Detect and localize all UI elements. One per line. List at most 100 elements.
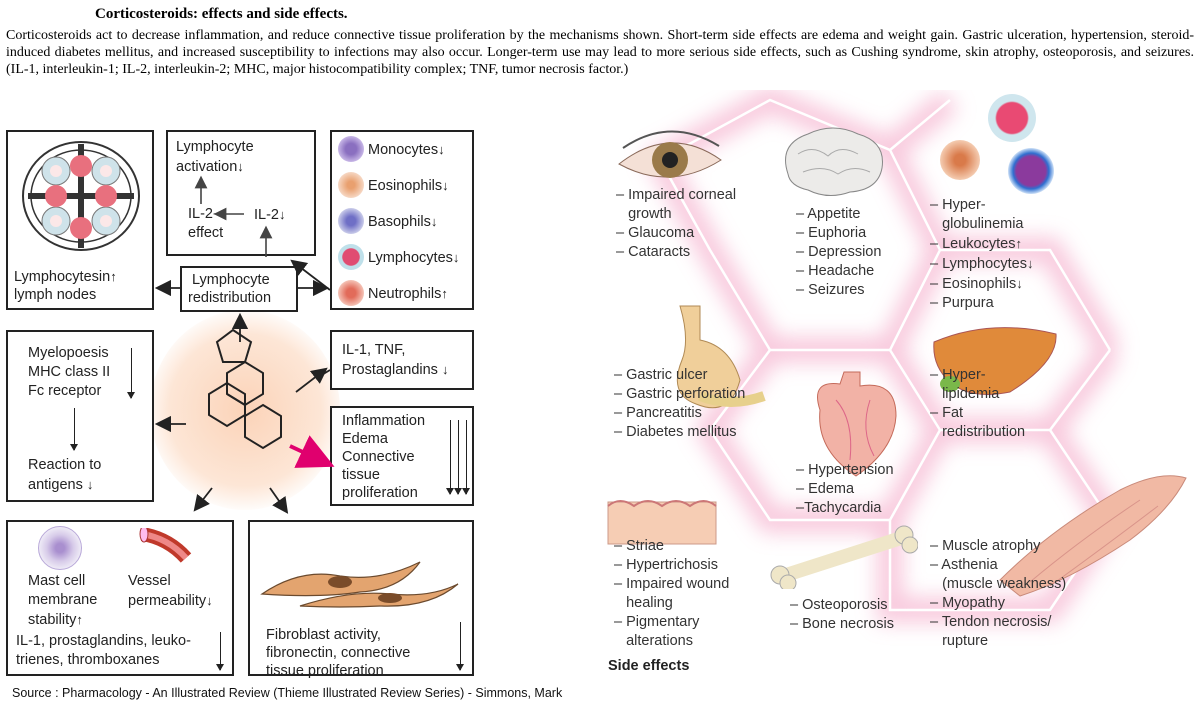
blood-cells-box: Monocytes↓ Eosinophils↓ Basophils↓ Lymph…: [330, 130, 474, 310]
eye-side-effects: – Impaired corneal growth– Glaucoma– Cat…: [616, 186, 736, 262]
hexagon-network: [642, 90, 1126, 623]
cytokines-box: IL-1, TNF, Prostaglandins ↓: [330, 330, 474, 390]
inflammation-arrow-icon-2: [454, 420, 462, 495]
stomach-side-effect-item: – Gastric ulcer: [614, 367, 708, 383]
eye-side-effect-item: – Glaucoma: [616, 225, 695, 241]
blood-side-effect-item: – Leukocytes↑: [930, 236, 1022, 252]
blood-cell-icon-3: [1008, 148, 1054, 194]
inflammation-label-3: Connective: [342, 449, 415, 465]
myelopoesis-flow-arrow-icon: [70, 408, 78, 451]
monocytes-arrow-icon: ↓: [438, 142, 445, 157]
steroid-structure-icon: [208, 328, 282, 450]
vessel-label-1: Vessel: [128, 573, 171, 589]
activation-label-1: Lymphocyte: [176, 139, 254, 155]
stomach-side-effect-item: – Gastric perforation: [614, 386, 746, 402]
bone-side-effect-item: – Bone necrosis: [790, 616, 894, 632]
lymphocyte-icon: [338, 244, 364, 270]
stomach-side-effect-item: – Diabetes mellitus: [614, 424, 737, 440]
lymphocytes-arrow-icon: ↓: [452, 250, 460, 265]
cytokines-label-1: IL-1, TNF,: [342, 342, 406, 358]
eosinophil-icon: [338, 172, 364, 198]
fibroblast-icon: [260, 561, 459, 608]
stomach-side-effects: – Gastric ulcer – Gastric perforation – Pa…: [614, 366, 745, 442]
skin-side-effect-item: alterations: [614, 633, 693, 649]
cell-label-monocytes: Monocytes: [368, 142, 439, 158]
bone-side-effect-item: – Osteoporosis: [790, 597, 888, 613]
brain-icon: [785, 127, 883, 196]
lymph-node-icon: [22, 141, 140, 251]
blood-arrow-icon: ↓: [1026, 256, 1034, 271]
lymphocyte-redistribution-box: Lymphocyte redistribution: [180, 266, 298, 312]
effects-connectors: [154, 259, 335, 514]
brain-side-effect-item: – Seizures: [796, 282, 865, 298]
fibroblast-label-2: fibronectin, connective: [266, 645, 411, 661]
vessel-icon: [139, 528, 192, 563]
eye-side-effect-item: growth: [616, 206, 672, 222]
lymph-label-2: lymph nodes: [14, 287, 97, 303]
eye-icon: [618, 130, 722, 178]
vessel-label-2: permeability: [128, 593, 207, 609]
muscle-icon: [999, 475, 1187, 597]
fibroblast-label-3: tissue proliferation: [266, 663, 384, 679]
brain-side-effect-item: – Euphoria: [796, 225, 867, 241]
liver-side-effect-item: redistribution: [930, 424, 1026, 440]
lymph-up-arrow-icon: ↑: [110, 269, 117, 284]
blood-side-effect-item: – Hyper-: [930, 197, 986, 213]
monocyte-icon: [338, 136, 364, 162]
liver-side-effects: – Hyper- lipidemia– Fat redistribution: [930, 366, 1025, 442]
vessel-down-arrow-icon: ↓: [206, 593, 213, 608]
inflammation-label-1: Inflammation: [342, 413, 426, 429]
cell-label-basophils: Basophils: [368, 214, 431, 230]
skin-side-effect-item: – Impaired wound: [614, 576, 730, 592]
mast-label-5: trienes, thromboxanes: [16, 652, 160, 668]
fibroblast-down-arrow-icon: [456, 622, 464, 671]
heart-side-effect-item: – Edema: [796, 481, 855, 497]
bone-icon: [770, 525, 918, 589]
skin-side-effects: – Striae – Hypertrichosis – Impaired wound…: [614, 537, 729, 651]
blood-side-effect-item: – Eosinophils↓: [930, 276, 1023, 292]
heart-icon: [817, 371, 897, 477]
stomach-side-effect-item: – Pancreatitis: [614, 405, 702, 421]
lymph-node-box: Lymphocytesin↑ lymph nodes: [6, 130, 154, 310]
cell-label-neutrophils: Neutrophils: [368, 286, 442, 302]
brain-side-effect-item: – Depression: [796, 244, 882, 260]
basophil-icon: [338, 208, 364, 234]
inflammation-label-5: proliferation: [342, 485, 418, 501]
bone-side-effects: – Osteoporosis – Bone necrosis: [790, 596, 894, 634]
eosinophils-arrow-icon: ↓: [442, 178, 449, 193]
reaction-label-2: antigens: [28, 477, 83, 493]
skin-side-effect-item: – Hypertrichosis: [614, 557, 718, 573]
blood-arrow-icon: ↑: [1015, 236, 1022, 251]
heart-side-effects: – Hypertension – Edema –Tachycardia: [796, 461, 894, 518]
inflammation-box: Inflammation Edema Connective tissue pro…: [330, 406, 474, 506]
il2-down-arrow-icon: ↓: [279, 207, 286, 222]
neutrophil-icon: [338, 280, 364, 306]
il2-effect-label-2: effect: [188, 225, 224, 241]
mast-mediators-arrow-icon: [216, 632, 224, 671]
eye-side-effect-item: – Impaired corneal: [616, 187, 737, 203]
il2-effect-label-1: IL-2-: [188, 206, 218, 222]
liver-side-effect-item: – Hyper-: [930, 367, 986, 383]
reaction-down-arrow-icon: ↓: [86, 477, 94, 492]
mast-up-arrow-icon: ↑: [76, 612, 83, 627]
inflammation-arrow-icon-1: [446, 420, 454, 495]
blood-side-effect-item: globulinemia: [930, 216, 1024, 232]
heart-side-effect-item: –Tachycardia: [796, 500, 882, 516]
skin-side-effect-item: – Striae: [614, 538, 664, 554]
blood-cell-icon-2: [940, 140, 980, 180]
brain-side-effect-item: – Appetite: [796, 206, 861, 222]
mast-label-2: membrane: [28, 592, 98, 608]
muscle-side-effect-item: rupture: [930, 633, 989, 649]
basophils-arrow-icon: ↓: [430, 214, 438, 229]
heart-side-effect-item: – Hypertension: [796, 462, 894, 478]
liver-icon: [933, 327, 1057, 395]
activation-down-arrow-icon: ↓: [237, 159, 244, 174]
myelopoesis-box: Myelopoesis MHC class II Fc receptor Rea…: [6, 330, 154, 502]
muscle-side-effects: – Muscle atrophy– Asthenia (muscle weakn…: [930, 537, 1066, 651]
cytokines-label-2: Prostaglandins: [342, 362, 438, 378]
skin-side-effect-item: – Pigmentary: [614, 614, 700, 630]
brain-side-effects: – Appetite– Euphoria– Depression– Headac…: [796, 205, 881, 300]
blood-side-effect-item: – Purpura: [930, 295, 994, 311]
il2-label: IL-2: [254, 207, 279, 223]
